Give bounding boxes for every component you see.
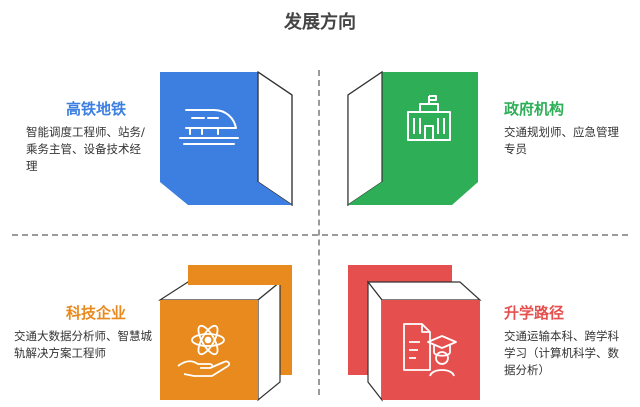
quadrant-desc-tech-company: 交通大数据分析师、智慧城轨解决方案工程师 <box>14 329 152 360</box>
quadrant-desc-high-speed-rail: 智能调度工程师、站务/乘务主管、设备技术经理 <box>26 125 145 173</box>
quadrant-desc-further-study: 交通运输本科、跨学科学习（计算机科学、数据分析） <box>504 329 619 377</box>
quadrant-title-high-speed-rail: 高铁地铁 <box>66 100 127 118</box>
graduate-document-icon <box>403 323 457 377</box>
high-speed-train-icon <box>179 109 239 145</box>
horizontal-divider <box>12 234 628 236</box>
quadrant-title-government: 政府机构 <box>504 100 565 118</box>
government-building-icon <box>407 95 451 141</box>
vertical-divider <box>318 70 320 395</box>
quadrant-desc-government: 交通规划师、应急管理专员 <box>504 125 619 156</box>
quadrant-title-further-study: 升学路径 <box>504 304 565 322</box>
page-title: 发展方向 <box>284 12 356 33</box>
atom-hand-icon <box>177 324 231 377</box>
quadrant-title-tech-company: 科技企业 <box>66 304 127 322</box>
